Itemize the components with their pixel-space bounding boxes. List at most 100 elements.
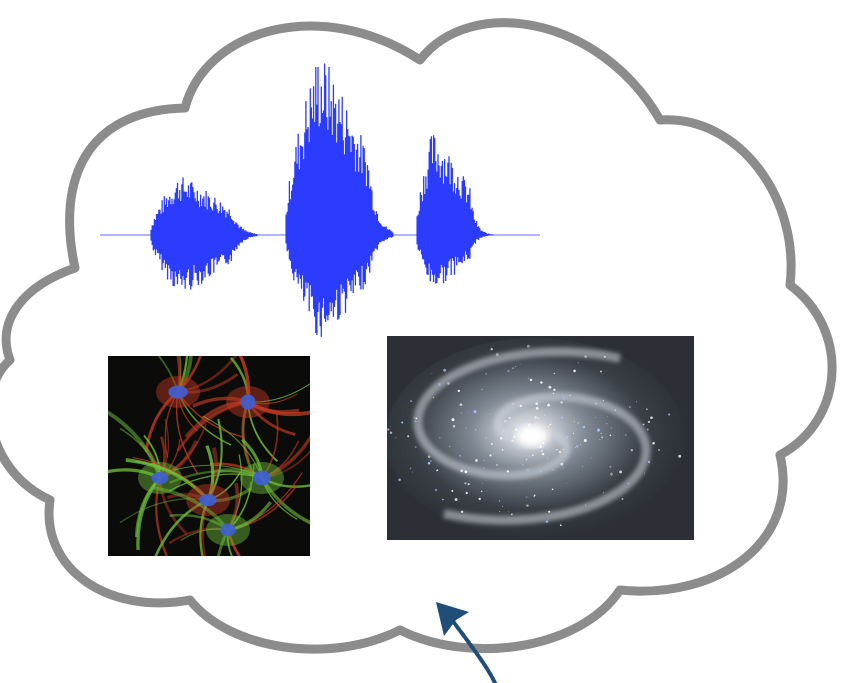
cell-nucleus	[253, 470, 271, 486]
galaxy-star	[646, 408, 648, 410]
galaxy-star	[614, 409, 616, 411]
galaxy-star	[411, 471, 413, 473]
galaxy-star	[517, 454, 519, 457]
galaxy-star	[647, 420, 650, 423]
galaxy-star	[464, 470, 468, 474]
cell-fiber	[157, 356, 179, 393]
galaxy-star	[511, 439, 514, 442]
cell-nucleus	[240, 394, 256, 410]
galaxy-star	[502, 505, 504, 508]
cell-nucleus	[151, 471, 169, 485]
galaxy-star	[443, 368, 447, 372]
galaxy-star	[454, 498, 458, 502]
galaxy-star	[508, 435, 510, 437]
galaxy-star	[561, 395, 563, 397]
galaxy-star	[459, 454, 462, 457]
galaxy-star	[409, 467, 412, 470]
waveform-bursts	[150, 63, 495, 337]
galaxy-star	[551, 488, 554, 491]
galaxy-star	[526, 504, 529, 507]
galaxy-star	[628, 406, 631, 408]
galaxy-star	[512, 367, 514, 369]
cell-fiber	[132, 456, 209, 501]
audio-waveform	[100, 63, 540, 337]
galaxy-star	[547, 421, 551, 424]
galaxy-star	[609, 472, 613, 476]
galaxy-star	[560, 401, 563, 404]
galaxy-spiral-arms	[413, 347, 651, 525]
galaxy-star	[481, 388, 483, 390]
galaxy-star	[590, 457, 592, 459]
galaxy-star	[398, 478, 401, 482]
galaxy-star	[594, 417, 596, 419]
galaxy-star	[606, 423, 608, 425]
galaxy-star	[480, 490, 483, 493]
galaxy-star	[507, 369, 510, 373]
arrow-shaft	[450, 618, 497, 683]
galaxy-star	[584, 355, 587, 358]
cell-nucleus	[220, 523, 236, 537]
galaxy-star	[496, 464, 498, 466]
galaxy-star	[511, 513, 513, 516]
galaxy-star	[489, 413, 491, 415]
galaxy-star	[490, 443, 493, 445]
galaxy-star	[583, 439, 587, 442]
galaxy-star	[449, 445, 451, 448]
galaxy-star	[413, 417, 415, 419]
galaxy-star	[468, 412, 470, 414]
galaxy-star	[542, 446, 544, 448]
cell-fiber	[155, 477, 169, 556]
galaxy-star	[489, 454, 492, 457]
galaxy-star	[389, 431, 393, 434]
galaxy-star	[600, 432, 602, 434]
galaxy-star	[545, 520, 549, 523]
galaxy-star	[519, 404, 522, 407]
galaxy-star	[658, 449, 660, 451]
galaxy-star	[387, 428, 390, 431]
galaxy-star	[601, 436, 604, 439]
galaxy-star	[431, 373, 433, 375]
galaxy-star	[447, 382, 450, 385]
galaxy-star	[536, 447, 539, 450]
galaxy-star	[514, 428, 518, 431]
galaxy-star	[475, 459, 478, 462]
galaxy-star	[553, 388, 556, 391]
galaxy-star	[602, 399, 605, 402]
galaxy-star	[667, 413, 671, 416]
cell-fiber	[260, 477, 310, 525]
galaxy-star	[451, 418, 455, 422]
galaxy-star	[512, 426, 515, 429]
galaxy-star	[652, 441, 655, 445]
cell-fiber	[176, 400, 249, 452]
galaxy-star	[548, 385, 552, 389]
galaxy-star	[541, 450, 543, 452]
galaxy-star	[606, 416, 608, 418]
galaxy-star	[482, 482, 484, 484]
galaxy-arm	[413, 347, 621, 480]
galaxy-star	[461, 448, 463, 450]
cell-fiber	[247, 383, 310, 403]
galaxy-star	[644, 472, 645, 474]
galaxy-star	[522, 463, 524, 466]
galaxy-star	[646, 428, 649, 431]
galaxy-star	[432, 396, 435, 398]
galaxy-star	[547, 403, 551, 407]
galaxy-star	[540, 381, 543, 384]
galaxy-star	[506, 470, 509, 473]
cell-fiber	[226, 529, 241, 556]
galaxy-star	[395, 437, 397, 439]
galaxy-star	[465, 427, 467, 429]
galaxy-star	[520, 363, 522, 365]
galaxy-star	[507, 511, 509, 512]
galaxy-star	[537, 417, 539, 419]
galaxy-star	[557, 439, 561, 443]
galaxy-star	[566, 435, 569, 439]
galaxy-star	[504, 420, 507, 423]
galaxy-star	[533, 495, 535, 498]
galaxy-star	[582, 425, 586, 429]
cell-fiber	[216, 529, 230, 556]
galaxy-star	[483, 459, 485, 461]
galaxy-star	[562, 466, 565, 469]
galaxy-star	[390, 426, 392, 428]
